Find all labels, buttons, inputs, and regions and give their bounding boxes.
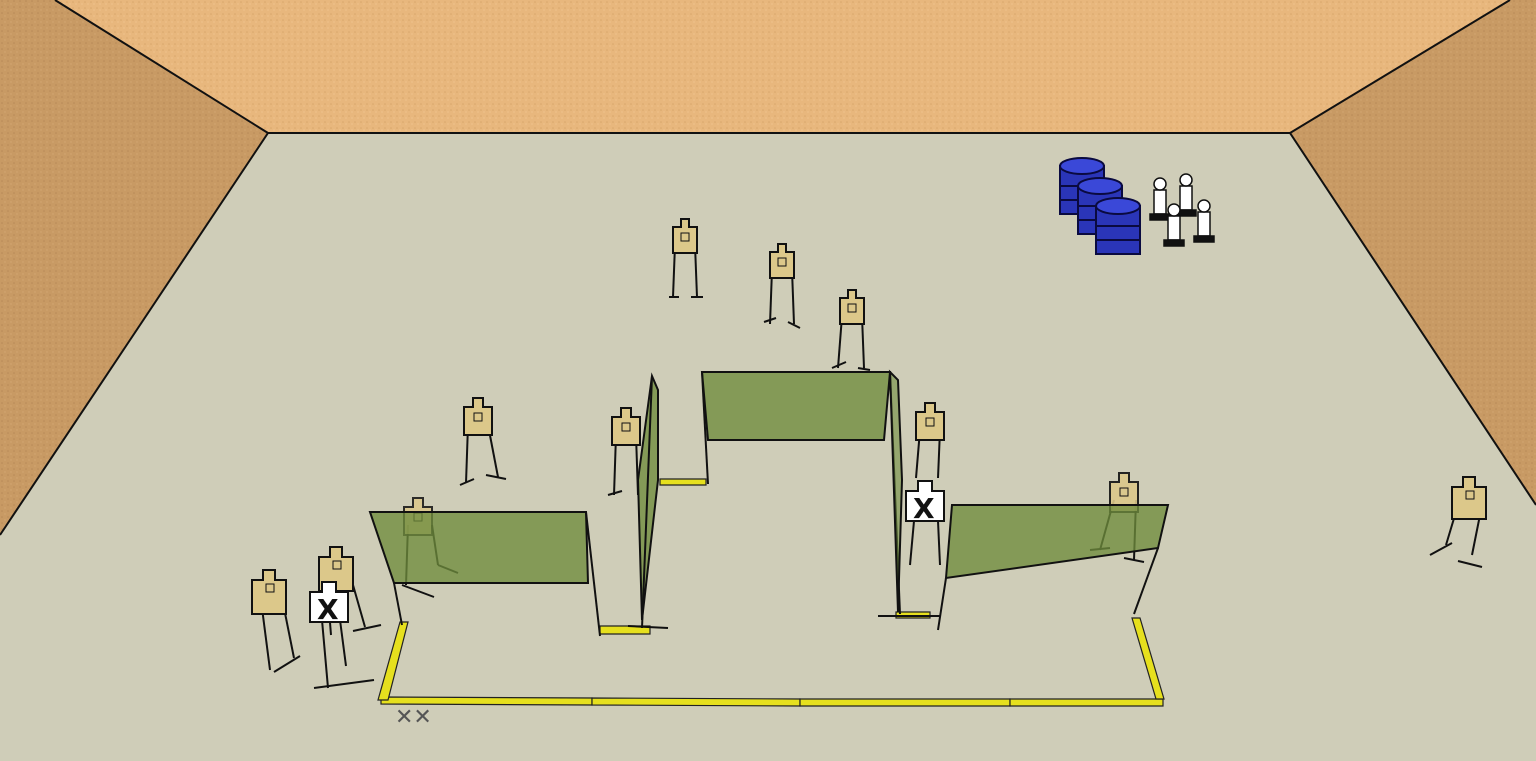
svg-text:X: X — [317, 593, 339, 626]
fault-line-segment — [660, 479, 706, 485]
svg-text:X: X — [913, 492, 935, 525]
fault-line-segment — [381, 697, 592, 705]
fault-line-segment — [592, 698, 800, 706]
wall-left — [370, 512, 588, 583]
start-position-marker: ✕✕ — [395, 705, 432, 730]
wall-center-back — [702, 372, 890, 440]
fault-line-segment — [800, 699, 1010, 706]
back-wall — [55, 0, 1536, 133]
floor — [0, 133, 1536, 761]
fault-line-segment — [1010, 699, 1163, 706]
barrel — [1096, 198, 1140, 254]
